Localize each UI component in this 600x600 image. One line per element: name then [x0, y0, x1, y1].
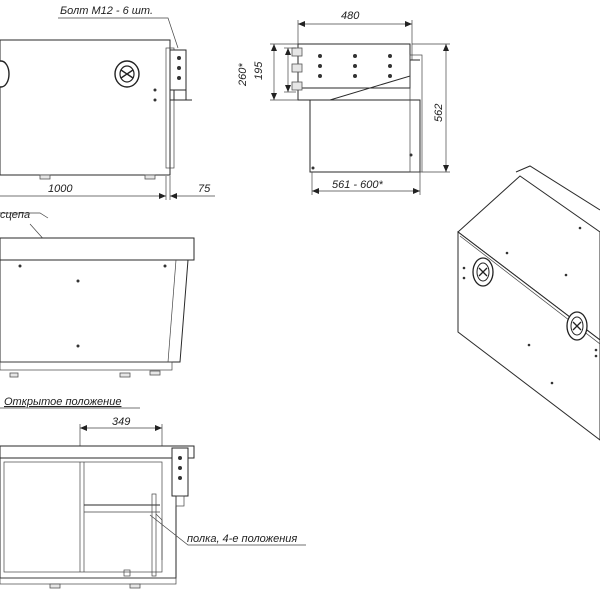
- dim-480: 480: [341, 10, 360, 22]
- hitch-label: сцепа: [0, 209, 30, 221]
- bottom-view: [0, 212, 195, 378]
- isometric-view: [457, 165, 600, 441]
- open-view: [0, 407, 306, 589]
- dim-1000: 1000: [48, 183, 73, 195]
- front-view: [0, 17, 215, 200]
- open-position-label: Открытое положение: [4, 396, 121, 408]
- bolts-label: Болт М12 - 6 шт.: [60, 5, 153, 17]
- dim-195: 195: [253, 61, 265, 80]
- dim-260: 260*: [237, 63, 249, 87]
- dim-562: 562: [433, 104, 445, 122]
- lock-icon: [0, 60, 10, 88]
- lock-icon: [472, 257, 494, 287]
- side-view: [270, 20, 450, 195]
- dim-561-600: 561 - 600*: [332, 179, 383, 191]
- lock-icon: [566, 311, 588, 341]
- lock-icon: [114, 60, 140, 88]
- dim-75: 75: [198, 183, 211, 195]
- dim-349: 349: [112, 416, 130, 428]
- shelf-label: полка, 4-е положения: [187, 533, 297, 545]
